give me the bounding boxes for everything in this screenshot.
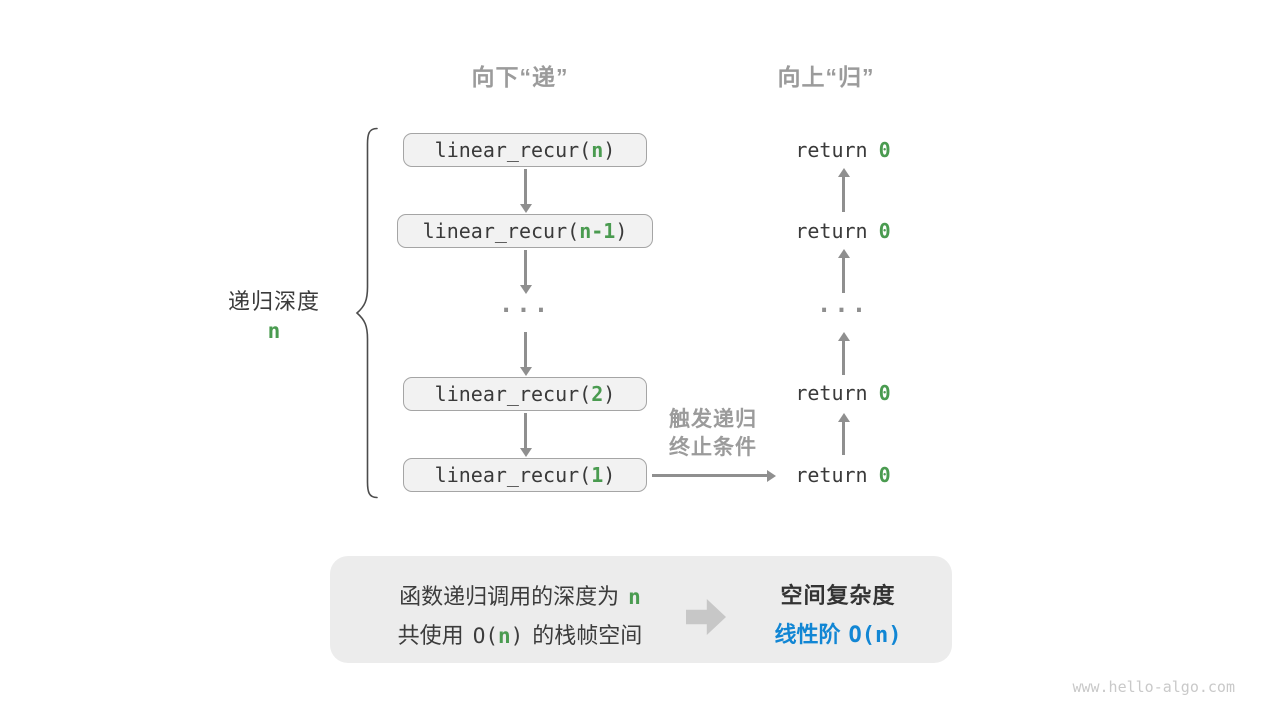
up-arrow-icon — [837, 413, 850, 455]
return-keyword: return — [795, 138, 868, 162]
ellipsis-right: ... — [816, 290, 870, 318]
return-keyword: return — [795, 463, 868, 487]
big-o-arg: n — [497, 624, 511, 648]
big-o-close: ) — [510, 624, 524, 648]
down-arrow-icon — [519, 250, 532, 294]
call-box-2: linear_recur(2) — [403, 377, 647, 411]
trigger-line1: 触发递归 — [669, 408, 757, 431]
return-value: 0 — [878, 138, 891, 162]
call-box-text: ) — [603, 463, 616, 487]
summary-panel — [330, 556, 952, 663]
summary-n: n — [628, 585, 641, 609]
summary-line1: 函数递归调用的深度为 n — [340, 579, 700, 611]
call-box-arg: 1 — [591, 463, 604, 487]
call-box-text: linear_recur( — [422, 219, 580, 243]
call-box-text: ) — [603, 382, 616, 406]
trigger-label: 触发递归 终止条件 — [633, 406, 793, 462]
call-box-text: ) — [615, 219, 628, 243]
call-box-1: linear_recur(1) — [403, 458, 647, 492]
return-keyword: return — [795, 381, 868, 405]
summary-text: 函数递归调用的深度为 — [399, 584, 620, 609]
complexity-order-label: 线性阶 — [774, 622, 841, 647]
return-value: 0 — [878, 463, 891, 487]
call-box-arg: n — [591, 138, 604, 162]
header-ascend: 向上“归” — [777, 64, 875, 90]
space-complexity-value: 线性阶 O(n) — [736, 617, 940, 649]
right-arrow-icon — [652, 469, 776, 482]
space-complexity-title: 空间复杂度 — [780, 583, 896, 608]
return-statement: return 0 — [743, 219, 943, 243]
call-box-arg: n-1 — [579, 219, 616, 243]
call-box-text: linear_recur( — [434, 382, 592, 406]
call-box-text: ) — [603, 138, 616, 162]
summary-line2: 共使用 O(n) 的栈帧空间 — [340, 618, 700, 650]
up-arrow-icon — [837, 332, 850, 375]
big-o-open: O( — [472, 624, 498, 648]
complexity-notation: O(n) — [848, 623, 902, 648]
summary-text: 的栈帧空间 — [532, 623, 643, 648]
down-arrow-icon — [519, 169, 532, 213]
up-arrow-icon — [837, 249, 850, 293]
call-box-arg: 2 — [591, 382, 604, 406]
watermark: www.hello-algo.com — [1072, 678, 1235, 696]
call-box-n: linear_recur(n) — [403, 133, 647, 167]
return-statement: return 0 — [743, 138, 943, 162]
summary-text: 共使用 — [397, 623, 464, 648]
header-descend: 向下“递” — [471, 64, 569, 90]
call-box-text: linear_recur( — [434, 138, 592, 162]
curly-brace — [355, 127, 378, 499]
ellipsis-left: ... — [498, 290, 552, 318]
trigger-line2: 终止条件 — [669, 436, 757, 459]
return-value: 0 — [878, 219, 891, 243]
call-box-n-1: linear_recur(n-1) — [397, 214, 653, 248]
call-box-text: linear_recur( — [434, 463, 592, 487]
return-statement: return 0 — [743, 381, 943, 405]
up-arrow-icon — [837, 168, 850, 212]
depth-label: 递归深度 — [227, 289, 320, 314]
down-arrow-icon — [519, 332, 532, 376]
down-arrow-icon — [519, 413, 532, 457]
return-statement: return 0 — [743, 463, 943, 487]
depth-value: n — [267, 319, 281, 343]
return-keyword: return — [795, 219, 868, 243]
return-value: 0 — [878, 381, 891, 405]
